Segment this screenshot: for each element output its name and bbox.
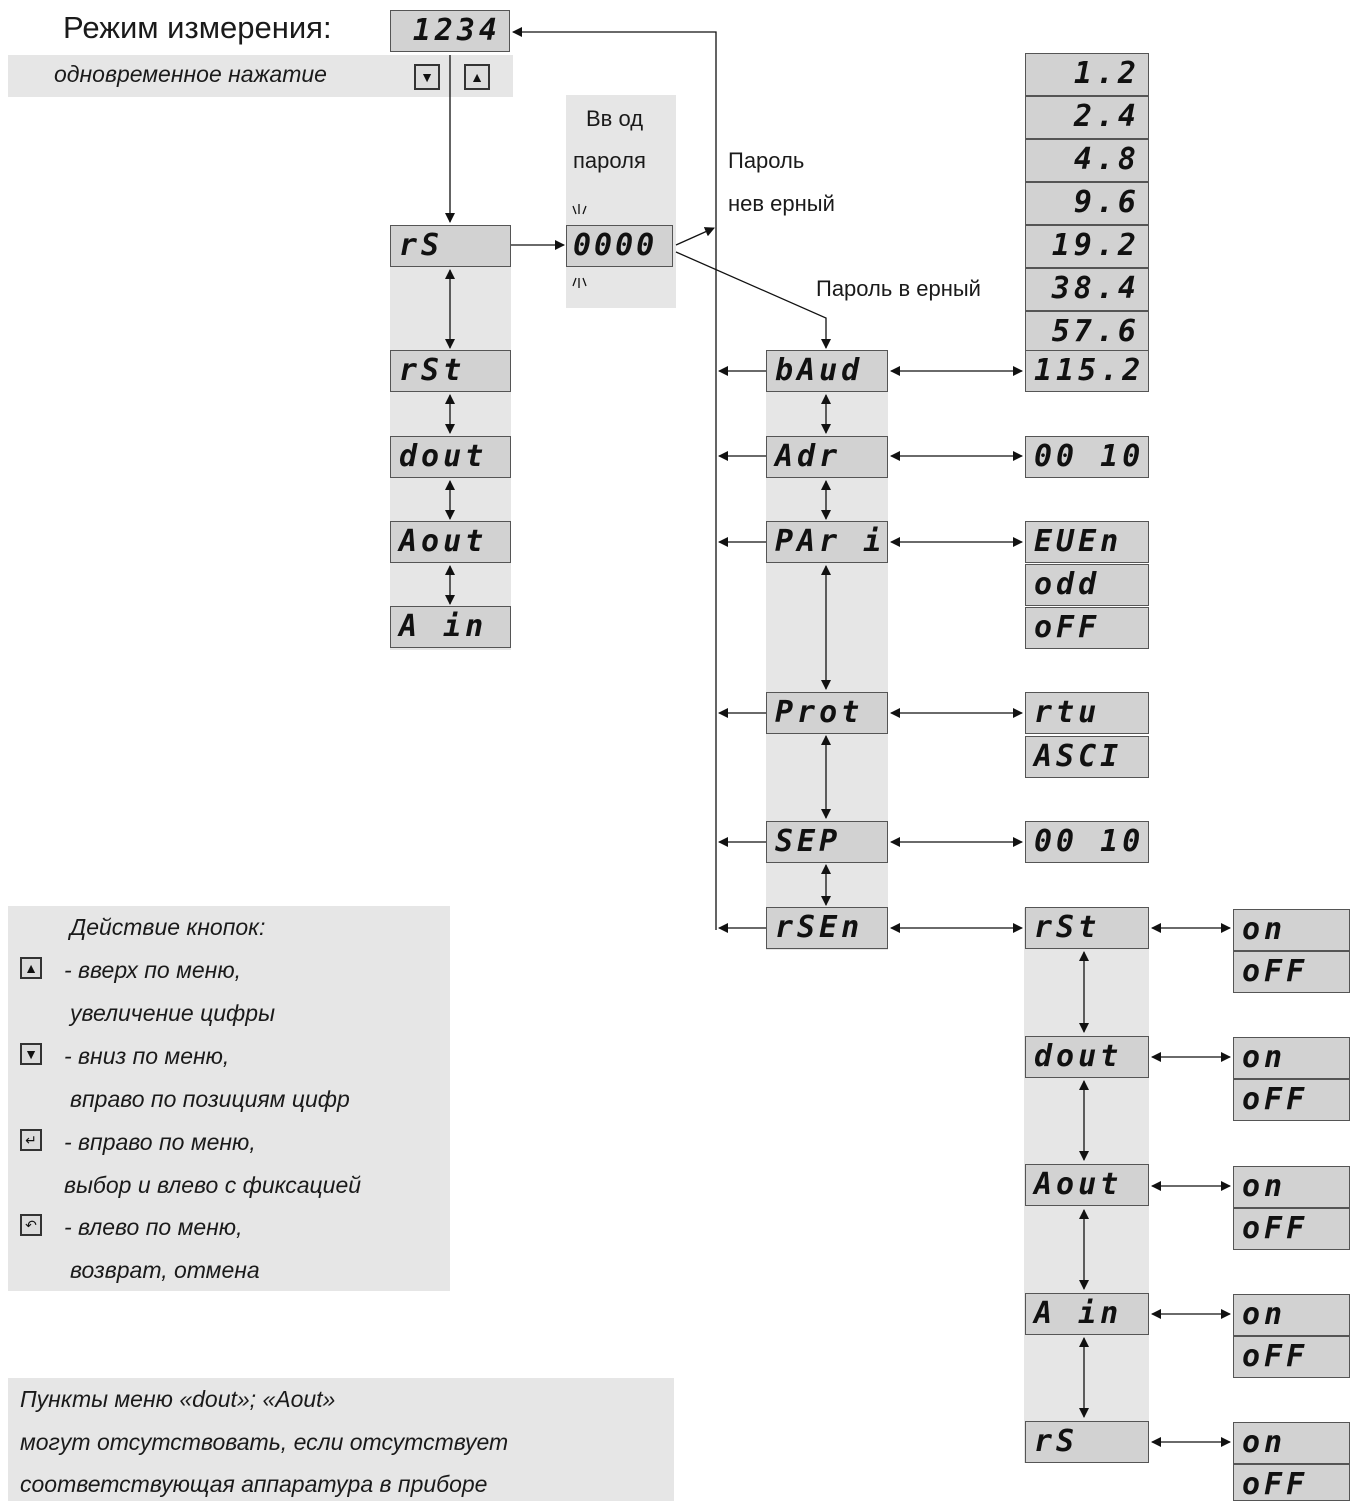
password-band bbox=[566, 95, 676, 308]
rsen-item-rs[interactable]: rS bbox=[1025, 1421, 1149, 1463]
on-option[interactable]: on bbox=[1233, 1166, 1350, 1208]
legend-back-line1: - влево по меню, bbox=[64, 1214, 243, 1240]
note-line3: соответствующая аппаратура в приборе bbox=[20, 1471, 488, 1497]
on-option[interactable]: on bbox=[1233, 1294, 1350, 1336]
up-arrow-key-icon: ▲ bbox=[464, 64, 490, 90]
rsen-item-rst[interactable]: rSt bbox=[1025, 907, 1149, 949]
down-arrow-key-icon: ▼ bbox=[414, 64, 440, 90]
on-option[interactable]: on bbox=[1233, 909, 1350, 951]
parity-option[interactable]: oFF bbox=[1025, 607, 1149, 649]
off-option[interactable]: oFF bbox=[1233, 1079, 1350, 1121]
rsen-item-ain[interactable]: A in bbox=[1025, 1293, 1149, 1335]
legend-enter-line1: - вправо по меню, bbox=[64, 1129, 256, 1155]
off-option[interactable]: oFF bbox=[1233, 1336, 1350, 1378]
measurement-display: 1234 bbox=[390, 10, 510, 52]
password-correct-label: Пароль в ерный bbox=[816, 276, 981, 301]
baud-option[interactable]: 38.4 bbox=[1025, 268, 1149, 311]
legend-title: Действие кнопок: bbox=[70, 914, 266, 940]
back-key-icon: ↶ bbox=[20, 1214, 42, 1236]
adr-value[interactable]: 00 10 bbox=[1025, 436, 1149, 478]
baud-option[interactable]: 9.6 bbox=[1025, 182, 1149, 225]
rsen-item-aout[interactable]: Aout bbox=[1025, 1164, 1149, 1206]
password-label-line1: Вв од bbox=[586, 106, 644, 131]
password-label-line2: пароля bbox=[573, 148, 646, 173]
password-input[interactable]: 0000 bbox=[566, 225, 673, 267]
enter-key-icon: ↵ bbox=[20, 1129, 42, 1151]
baud-option[interactable]: 1.2 bbox=[1025, 53, 1149, 96]
baud-option[interactable]: 19.2 bbox=[1025, 225, 1149, 268]
legend-back-line2: возврат, отмена bbox=[70, 1257, 260, 1283]
rs-menu-item-baud[interactable]: bAud bbox=[766, 350, 888, 392]
simultaneous-press-hint: одновременное нажатие bbox=[54, 61, 327, 87]
rs-menu-item-sep[interactable]: SEP bbox=[766, 821, 888, 863]
legend-up-line1: - вверх по меню, bbox=[64, 957, 242, 983]
sep-value[interactable]: 00 10 bbox=[1025, 821, 1149, 863]
legend-down-line1: - вниз по меню, bbox=[64, 1043, 230, 1069]
main-menu-item-rst[interactable]: rSt bbox=[390, 350, 511, 392]
rs-menu-item-adr[interactable]: Adr bbox=[766, 436, 888, 478]
on-option[interactable]: on bbox=[1233, 1422, 1350, 1464]
main-menu-item-ain[interactable]: A in bbox=[390, 606, 511, 648]
parity-option[interactable]: EUEn bbox=[1025, 521, 1149, 563]
protocol-option[interactable]: ASCI bbox=[1025, 736, 1149, 778]
main-menu-item-dout[interactable]: dout bbox=[390, 436, 511, 478]
measurement-mode-title: Режим измерения: bbox=[63, 10, 332, 45]
main-menu-item-rs[interactable]: rS bbox=[390, 225, 511, 267]
rs-menu-item-pari[interactable]: PAr i bbox=[766, 521, 888, 563]
baud-option[interactable]: 57.6 bbox=[1025, 311, 1149, 351]
on-option[interactable]: on bbox=[1233, 1037, 1350, 1079]
rs-menu-item-rsen[interactable]: rSEn bbox=[766, 907, 888, 949]
up-arrow-key-icon: ▲ bbox=[20, 957, 42, 979]
password-wrong-line1: Пароль bbox=[728, 148, 805, 173]
legend-up-line2: увеличение цифры bbox=[70, 1000, 275, 1026]
off-option[interactable]: oFF bbox=[1233, 1208, 1350, 1250]
rs-menu-item-prot[interactable]: Prot bbox=[766, 692, 888, 734]
note-band bbox=[8, 1378, 674, 1501]
legend-band bbox=[8, 906, 450, 1291]
main-menu-item-aout[interactable]: Aout bbox=[390, 521, 511, 563]
legend-down-line2: вправо по позициям цифр bbox=[70, 1086, 350, 1112]
off-option[interactable]: oFF bbox=[1233, 951, 1350, 993]
parity-option[interactable]: odd bbox=[1025, 564, 1149, 606]
legend-enter-line2: выбор и влево с фиксацией bbox=[64, 1172, 362, 1198]
rsen-item-dout[interactable]: dout bbox=[1025, 1036, 1149, 1078]
baud-option[interactable]: 2.4 bbox=[1025, 96, 1149, 139]
baud-option[interactable]: 115.2 bbox=[1025, 350, 1149, 392]
password-wrong-line2: нев ерный bbox=[728, 191, 835, 216]
note-line1: Пункты меню «dout»; «Aout» bbox=[20, 1386, 336, 1412]
baud-option[interactable]: 4.8 bbox=[1025, 139, 1149, 182]
off-option[interactable]: oFF bbox=[1233, 1464, 1350, 1501]
down-arrow-key-icon: ▼ bbox=[20, 1043, 42, 1065]
protocol-option[interactable]: rtu bbox=[1025, 692, 1149, 734]
note-line2: могут отсутствовать, если отсутствует bbox=[20, 1429, 509, 1455]
